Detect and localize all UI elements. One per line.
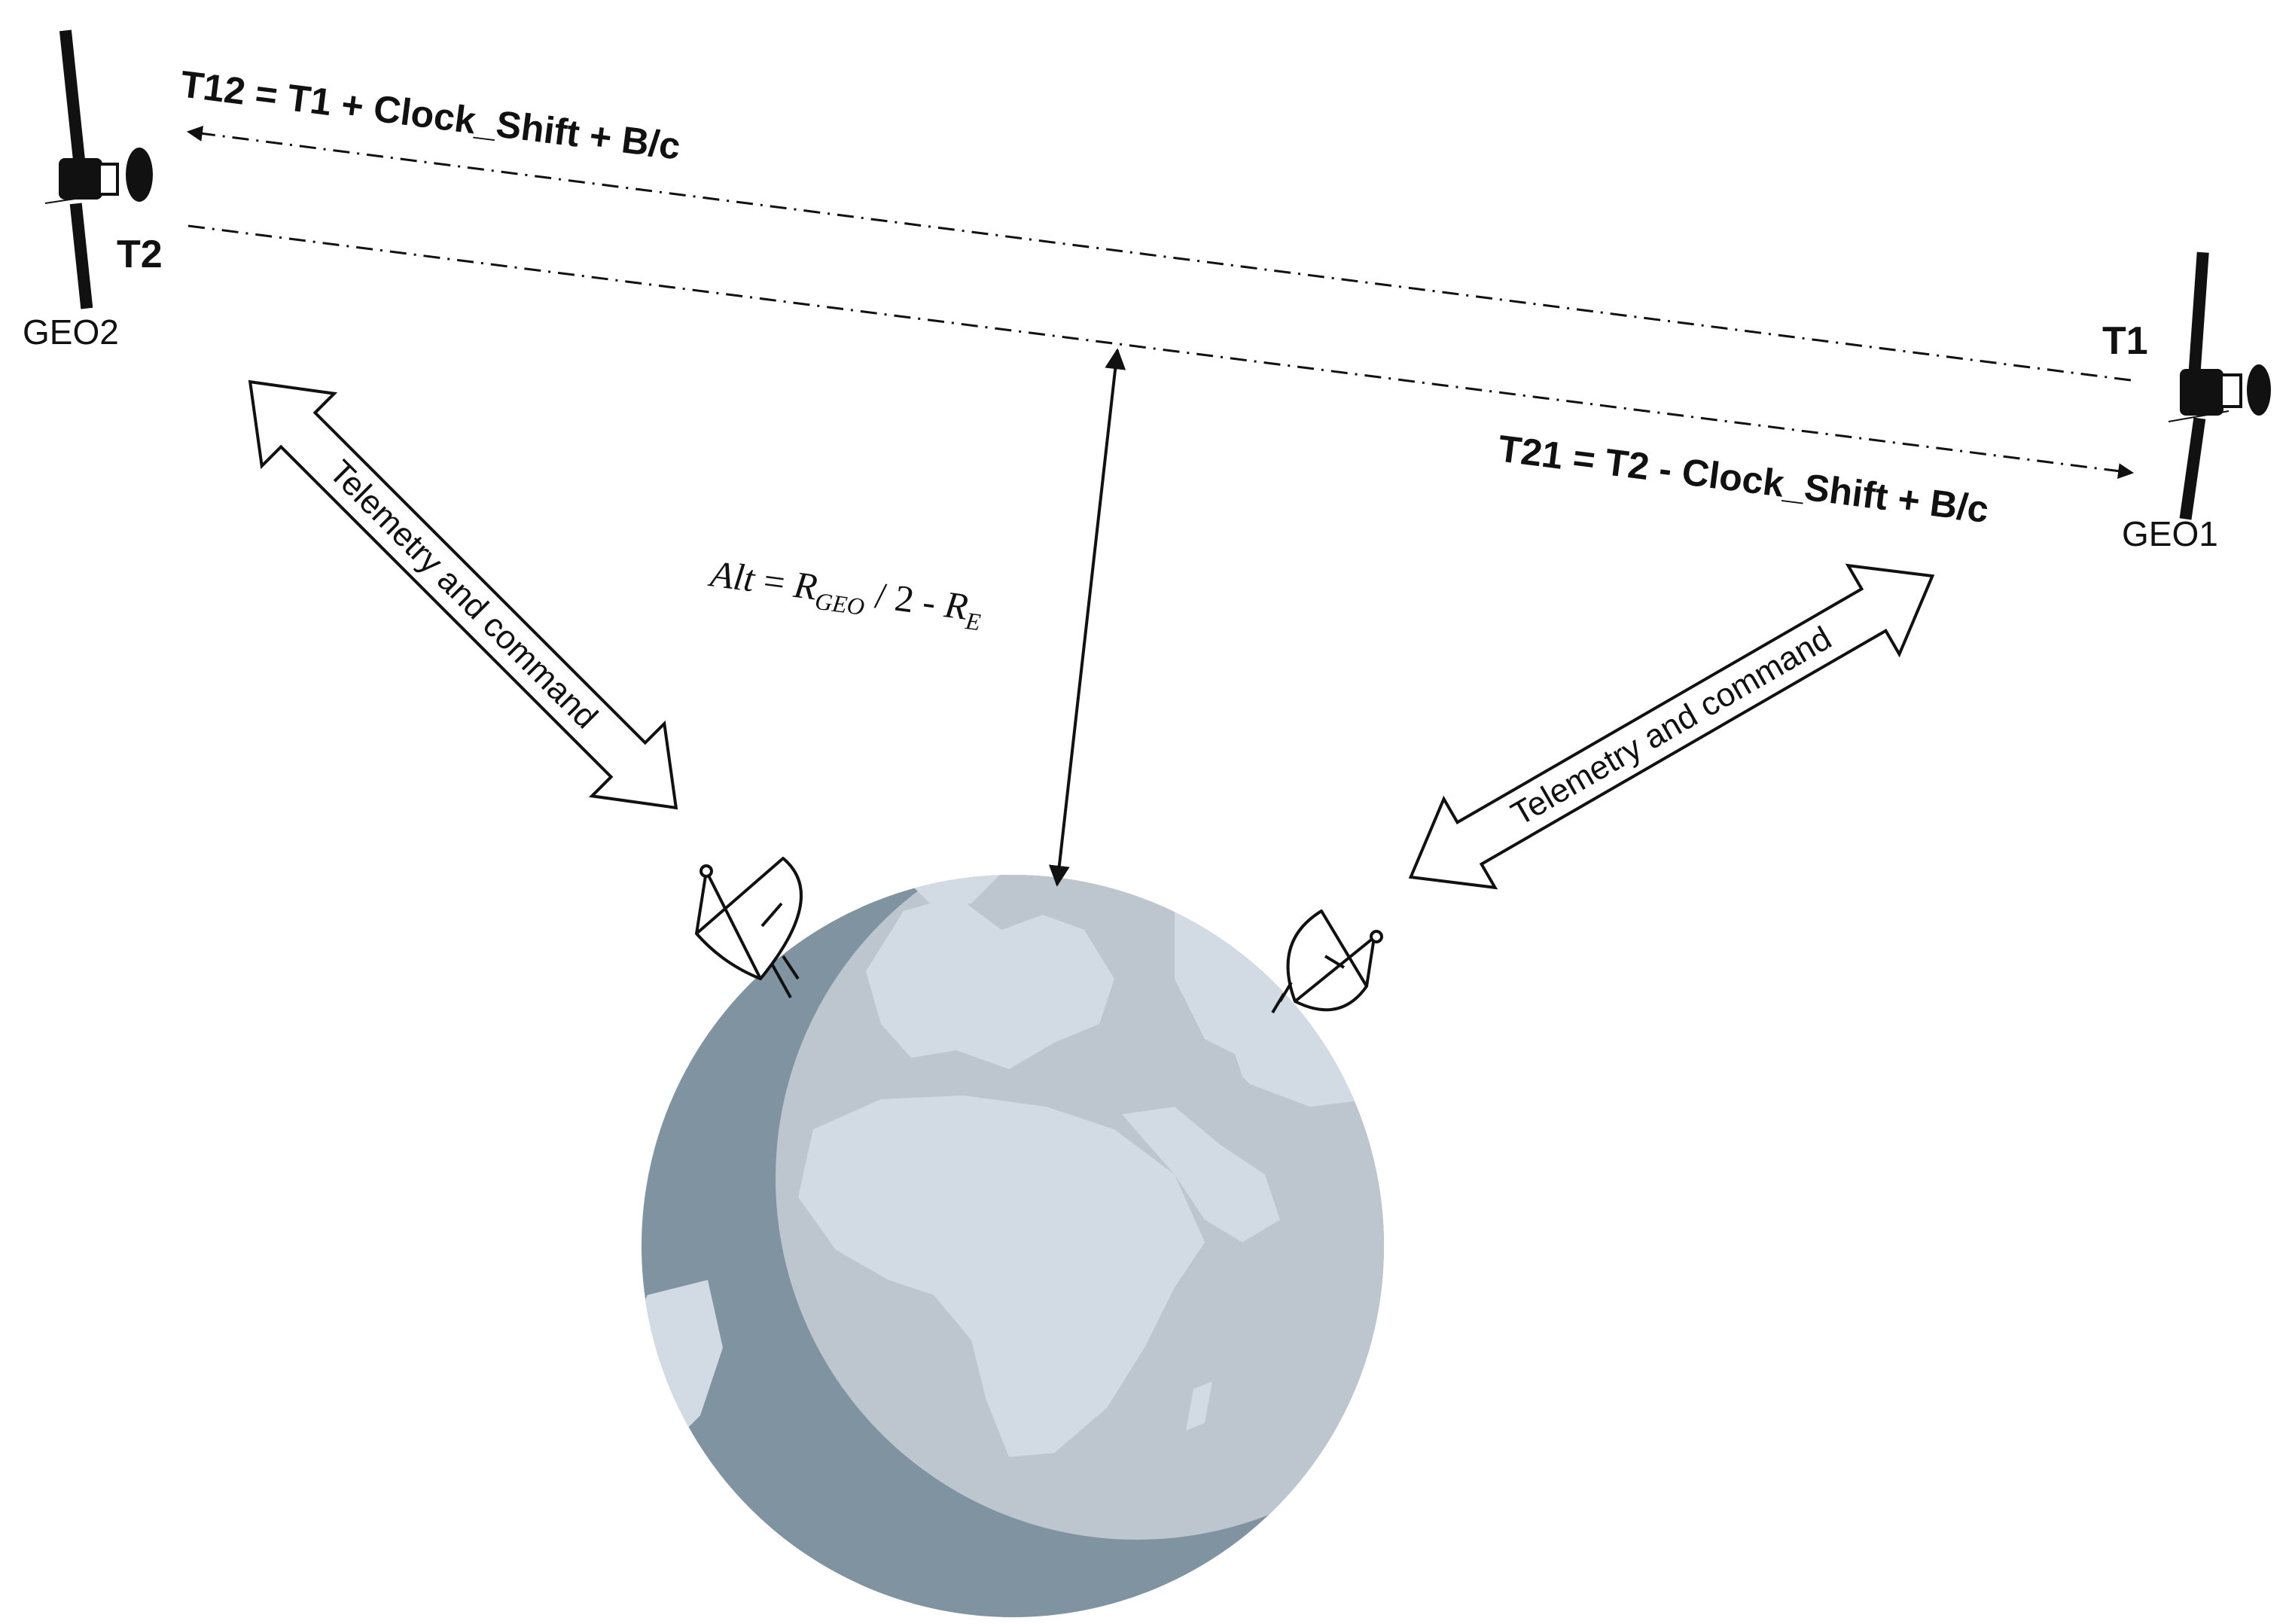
altitude-divide: / 2 -: [864, 573, 948, 625]
t2-label: T2: [117, 233, 163, 276]
altitude-alt: Alt: [706, 552, 758, 600]
link-t12-arrow: [186, 125, 2132, 382]
scandinavia-continent: [911, 875, 1001, 907]
geo2-label: GEO2: [23, 312, 119, 352]
madagascar-mark: [1186, 1382, 1212, 1431]
t1-label: T1: [2102, 319, 2148, 363]
geo1-label: GEO1: [2122, 514, 2218, 553]
altitude-formula: Alt = RGEO / 2 - RE: [706, 552, 986, 635]
altitude-r-geo: R: [791, 563, 820, 608]
telemetry-command-left-arrow: [248, 379, 678, 810]
telemetry-command-right-label: Telemetry and command: [1505, 620, 1838, 833]
ground-station-left: [695, 857, 803, 998]
middle-east-continent: [1122, 1107, 1280, 1242]
altitude-r-geo-sub: GEO: [813, 587, 866, 620]
telemetry-command-left-label: Telemetry and command: [322, 453, 605, 736]
caspian-mark: [1197, 1039, 1250, 1107]
altitude-arrow: [1048, 348, 1126, 887]
t12-equation: T12 = T1 + Clock_Shift + B/c: [178, 62, 683, 167]
altitude-r-e: R: [941, 583, 971, 628]
europe-continent: [866, 896, 1114, 1069]
telemetry-command-right-arrow: [1408, 563, 1935, 890]
t21-equation: T21 = T2 - Clock_Shift + B/c: [1496, 427, 1992, 531]
ground-station-right: [1271, 910, 1383, 1014]
link-t21-arrow: [187, 224, 2135, 480]
satellite-geo2-icon: [44, 29, 153, 309]
altitude-eq: =: [751, 558, 797, 605]
africa-continent: [798, 1095, 1205, 1457]
satellite-geo1-icon: [2168, 251, 2271, 520]
